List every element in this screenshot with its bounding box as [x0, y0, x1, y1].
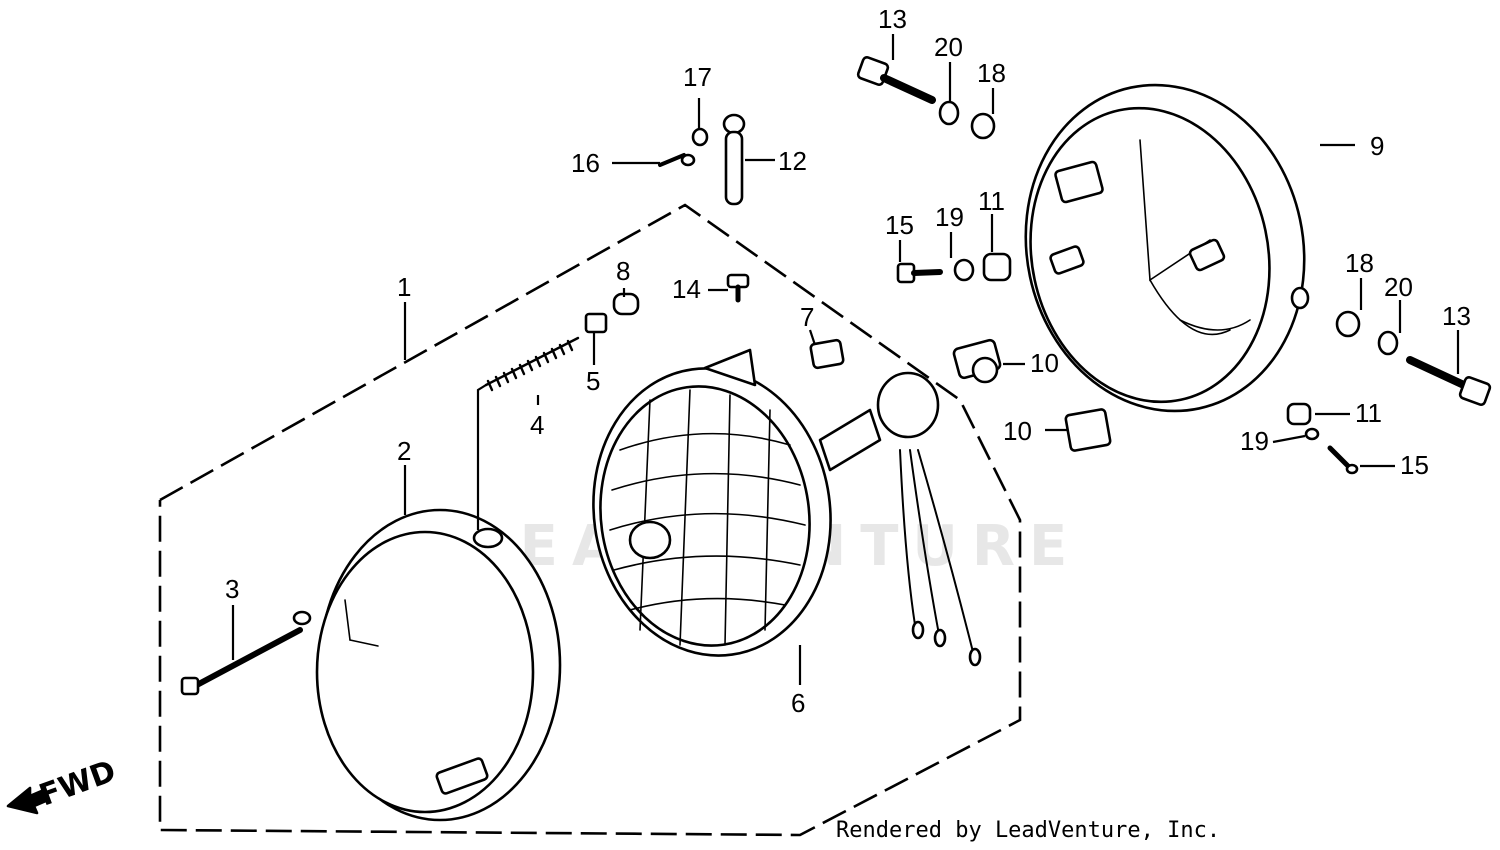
callout-20b: 20 — [1384, 272, 1413, 302]
callout-5: 5 — [586, 366, 600, 396]
washer-lower-c-part — [1304, 427, 1320, 441]
callout-13a: 13 — [878, 4, 907, 34]
rendered-by-credit: Rendered by LeadVenture, Inc. — [836, 818, 1221, 843]
bracket-upper-part — [952, 338, 1002, 384]
washer-part — [691, 127, 709, 147]
callout-19b: 19 — [1240, 426, 1269, 456]
callout-4: 4 — [530, 410, 544, 440]
callout-15a: 15 — [885, 210, 914, 240]
adjusting-spring-part — [484, 336, 580, 392]
washer-lower-a-part — [1335, 310, 1361, 338]
small-screw-part — [658, 153, 696, 167]
rim-screw-part — [180, 627, 303, 696]
callout-15b: 15 — [1400, 450, 1429, 480]
bracket-lower-part — [1064, 408, 1112, 452]
washer-upper-a-part — [938, 100, 960, 126]
leader-lines — [231, 34, 1460, 685]
callout-19a: 19 — [935, 202, 964, 232]
callout-20a: 20 — [934, 32, 963, 62]
case-bolt-upper-part — [856, 56, 936, 104]
callout-3: 3 — [225, 574, 239, 604]
forward-label: FWD — [35, 754, 121, 814]
callout-18a: 18 — [977, 58, 1006, 88]
callout-labels: 1 2 3 4 5 6 7 8 9 10 10 11 11 12 13 13 1… — [225, 4, 1471, 718]
headlight-case-part — [1024, 83, 1310, 413]
clip-part — [809, 338, 845, 370]
washer-lower-b-part — [1377, 330, 1399, 356]
callout-6: 6 — [791, 688, 805, 718]
callout-2: 2 — [397, 436, 411, 466]
callout-12: 12 — [778, 146, 807, 176]
callout-10a: 10 — [1030, 348, 1059, 378]
callout-17: 17 — [683, 62, 712, 92]
callout-14: 14 — [672, 274, 701, 304]
callout-10b: 10 — [1003, 416, 1032, 446]
callout-8: 8 — [616, 256, 630, 286]
nut-part — [584, 312, 608, 334]
callout-7: 7 — [800, 302, 814, 332]
callout-11b: 11 — [1355, 398, 1382, 428]
callout-1: 1 — [397, 272, 411, 302]
callout-16: 16 — [571, 148, 600, 178]
nut-lower-part — [1286, 402, 1312, 426]
callout-18b: 18 — [1345, 248, 1374, 278]
assembly-boundary — [158, 203, 1022, 837]
callout-9: 9 — [1370, 131, 1384, 161]
case-screw-upper-part — [896, 262, 943, 284]
headlight-rim-part — [292, 508, 562, 822]
headlight-unit-part — [592, 348, 982, 667]
small-bolt-part — [726, 273, 750, 303]
nut-mid-part — [982, 252, 1012, 282]
callout-11a: 11 — [978, 186, 1005, 216]
forward-arrow-icon — [6, 786, 50, 815]
case-screw-lower-part — [1327, 445, 1359, 475]
forward-direction-indicator: FWD — [6, 754, 121, 815]
washer-upper-b-part — [970, 112, 996, 140]
case-bolt-lower-part — [1406, 356, 1492, 406]
collar-part — [612, 292, 640, 316]
washer-mid-part — [953, 258, 975, 282]
terminal-part — [722, 113, 746, 206]
callout-13b: 13 — [1442, 301, 1471, 331]
